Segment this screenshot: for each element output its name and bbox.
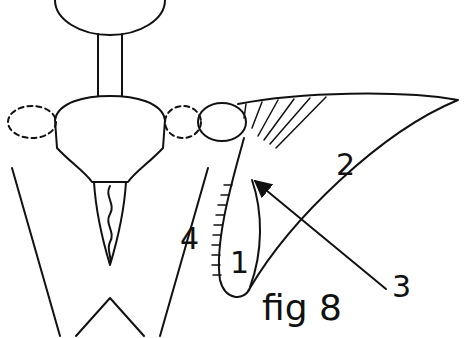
tick-marks xyxy=(212,185,232,275)
coxa-outline xyxy=(198,103,246,141)
callout-number: 1 xyxy=(230,248,249,278)
hatching xyxy=(244,97,326,148)
leader-line xyxy=(255,181,386,289)
coxa-outline xyxy=(165,106,201,138)
coxa-outline xyxy=(8,106,56,138)
abdomen-outline xyxy=(94,182,126,265)
appendage-outline xyxy=(219,94,458,297)
lobe-boundary xyxy=(250,180,260,287)
thorax-outline xyxy=(55,96,165,182)
figure-caption: fig 8 xyxy=(262,290,342,326)
callout-number: 2 xyxy=(336,150,355,180)
abdomen-segments xyxy=(108,186,111,262)
callout-number: 4 xyxy=(180,224,199,254)
leg-lines xyxy=(12,168,208,336)
neck-outline xyxy=(98,34,122,96)
head-outline xyxy=(55,0,165,35)
callout-number: 3 xyxy=(392,272,411,302)
